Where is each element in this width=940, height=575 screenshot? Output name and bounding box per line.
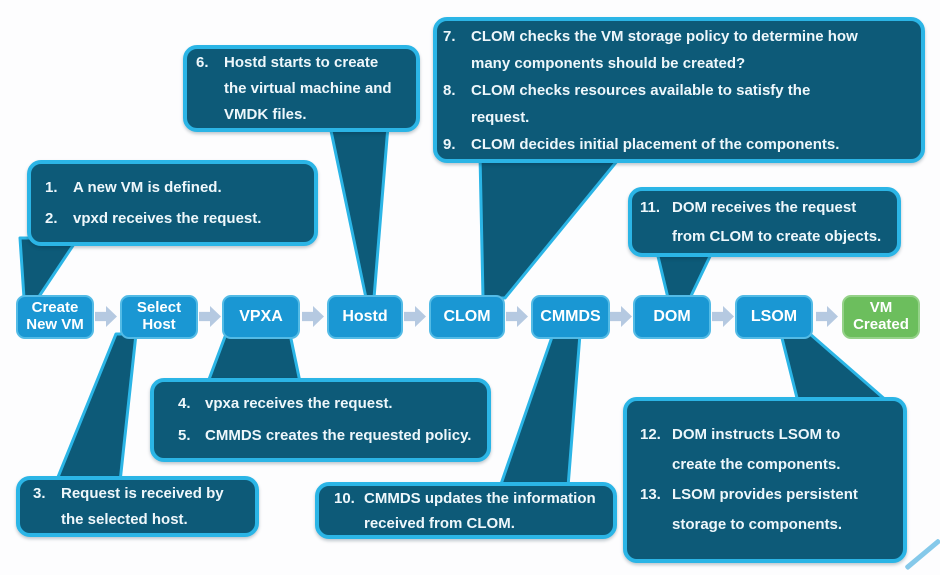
step-number: 12. xyxy=(640,426,661,443)
callout-text: vpxd receives the request. xyxy=(73,203,261,234)
callout-item: 12. DOM instructs LSOM to create the comp… xyxy=(640,420,903,480)
callout-line: VMDK files. xyxy=(224,105,307,123)
callout-line: CMMDS creates the requested policy. xyxy=(205,427,472,444)
callout-item: 4. vpxa receives the request. xyxy=(178,388,487,420)
tail-step-10 xyxy=(498,332,582,489)
node-label-line: Created xyxy=(853,316,909,333)
callout-line: the selected host. xyxy=(61,510,188,528)
flow-node-cmmds: CMMDS xyxy=(531,295,610,339)
callout-line: received from CLOM. xyxy=(364,514,515,532)
step-number: 5. xyxy=(178,427,191,444)
callout-item: 8. CLOM checks resources available to sa… xyxy=(443,77,921,131)
callout-line: create the components. xyxy=(672,456,841,473)
step-number: 13. xyxy=(640,486,661,503)
step-number: 2. xyxy=(45,210,58,227)
callout-line: LSOM provides persistent xyxy=(672,486,858,503)
callout-line: the virtual machine and xyxy=(224,79,392,97)
callout-step-11: 11. DOM receives the request from CLOM to… xyxy=(628,187,901,257)
step-number: 9. xyxy=(443,135,456,153)
step-number: 7. xyxy=(443,27,456,45)
callout-line: many components should be created? xyxy=(471,54,746,72)
callout-text: CMMDS updates the information received fr… xyxy=(364,486,596,536)
callout-line: CLOM decides initial placement of the co… xyxy=(471,135,840,153)
tail-step-6 xyxy=(328,124,390,300)
callout-line: vpxa receives the request. xyxy=(205,395,393,412)
flow-node-clom: CLOM xyxy=(429,295,505,339)
callout-line: storage to components. xyxy=(672,516,843,533)
tail-steps-4-5 xyxy=(206,332,302,384)
callout-steps-12-13: 12. DOM instructs LSOM to create the comp… xyxy=(623,397,907,563)
callout-item: 10. CMMDS updates the information receive… xyxy=(334,486,613,536)
callout-text: A new VM is defined. xyxy=(73,172,222,203)
node-label-line: New VM xyxy=(26,316,84,333)
callout-text: DOM receives the request from CLOM to cre… xyxy=(672,193,881,251)
node-label-line: LSOM xyxy=(750,308,798,326)
callout-line: vpxd receives the request. xyxy=(73,210,262,227)
flow-node-vpxa: VPXA xyxy=(222,295,300,339)
callout-steps-7-9: 7. CLOM checks the VM storage policy to … xyxy=(433,17,925,163)
node-label-line: Host xyxy=(142,316,176,333)
node-label-line: Create xyxy=(31,299,79,317)
step-number: 8. xyxy=(443,81,456,99)
callout-line: request. xyxy=(471,108,530,126)
callout-item: 5. CMMDS creates the requested policy. xyxy=(178,420,487,452)
callout-item: 7. CLOM checks the VM storage policy to … xyxy=(443,23,921,77)
callout-item: 1. A new VM is defined. xyxy=(45,172,314,203)
callout-line: CLOM checks the VM storage policy to det… xyxy=(471,27,858,45)
callout-item: 2. vpxd receives the request. xyxy=(45,203,314,234)
callout-line: CLOM checks resources available to satis… xyxy=(471,81,811,99)
callout-steps-4-5: 4. vpxa receives the request. 5. CMMDS c… xyxy=(150,378,491,462)
callout-item: 9. CLOM decides initial placement of the… xyxy=(443,131,921,158)
callout-line: Request is received by xyxy=(61,484,224,502)
tail-steps-12-13 xyxy=(779,332,890,404)
node-label-line: DOM xyxy=(653,308,691,326)
node-label-line: CMMDS xyxy=(540,308,601,326)
tail-steps-7-9 xyxy=(478,153,624,300)
callout-line: Hostd starts to create xyxy=(224,53,379,71)
callout-item: 6. Hostd starts to create the virtual mac… xyxy=(196,50,416,128)
flow-node-lsom: LSOM xyxy=(735,295,813,339)
node-label-line: Hostd xyxy=(342,308,388,326)
callout-line: DOM instructs LSOM to xyxy=(672,426,841,443)
callout-item: 11. DOM receives the request from CLOM to… xyxy=(640,193,897,251)
callout-text: Request is received by the selected host. xyxy=(61,481,224,533)
callout-text: CLOM checks resources available to satis… xyxy=(471,77,810,131)
step-number: 6. xyxy=(196,53,209,71)
callout-item: 13. LSOM provides persistent storage to c… xyxy=(640,480,903,540)
node-label-line: VM xyxy=(869,299,893,317)
step-number: 3. xyxy=(33,484,46,502)
callout-text: CMMDS creates the requested policy. xyxy=(205,420,471,452)
callout-steps-1-2: 1. A new VM is defined. 2. vpxd receives… xyxy=(27,160,318,246)
tail-steps-1-2 xyxy=(18,236,80,300)
flow-node-dom: DOM xyxy=(633,295,711,339)
callout-item: 3. Request is received by the selected ho… xyxy=(33,481,255,533)
callout-text: DOM instructs LSOM to create the componen… xyxy=(672,420,840,480)
tail-step-3 xyxy=(54,332,138,484)
callout-text: Hostd starts to create the virtual machin… xyxy=(224,50,392,128)
callout-line: from CLOM to create objects. xyxy=(672,228,882,245)
step-number: 1. xyxy=(45,179,58,196)
callout-step-3: 3. Request is received by the selected ho… xyxy=(16,476,259,537)
node-label-line: CLOM xyxy=(443,308,491,326)
step-number: 4. xyxy=(178,395,191,412)
callout-step-6: 6. Hostd starts to create the virtual mac… xyxy=(183,45,420,132)
flow-node-hostd: Hostd xyxy=(327,295,403,339)
callout-line: A new VM is defined. xyxy=(73,179,222,196)
callout-text: CLOM checks the VM storage policy to det… xyxy=(471,23,858,77)
callout-line: DOM receives the request xyxy=(672,199,857,216)
step-number: 11. xyxy=(640,199,661,216)
callout-text: vpxa receives the request. xyxy=(205,388,393,420)
node-label-line: Select xyxy=(136,299,182,317)
callout-line: CMMDS updates the information xyxy=(364,489,596,507)
callout-text: LSOM provides persistent storage to compo… xyxy=(672,480,858,540)
callout-step-10: 10. CMMDS updates the information receive… xyxy=(315,482,617,539)
step-number: 10. xyxy=(334,489,355,507)
node-label-line: VPXA xyxy=(239,308,283,326)
callout-text: CLOM decides initial placement of the co… xyxy=(471,131,839,158)
